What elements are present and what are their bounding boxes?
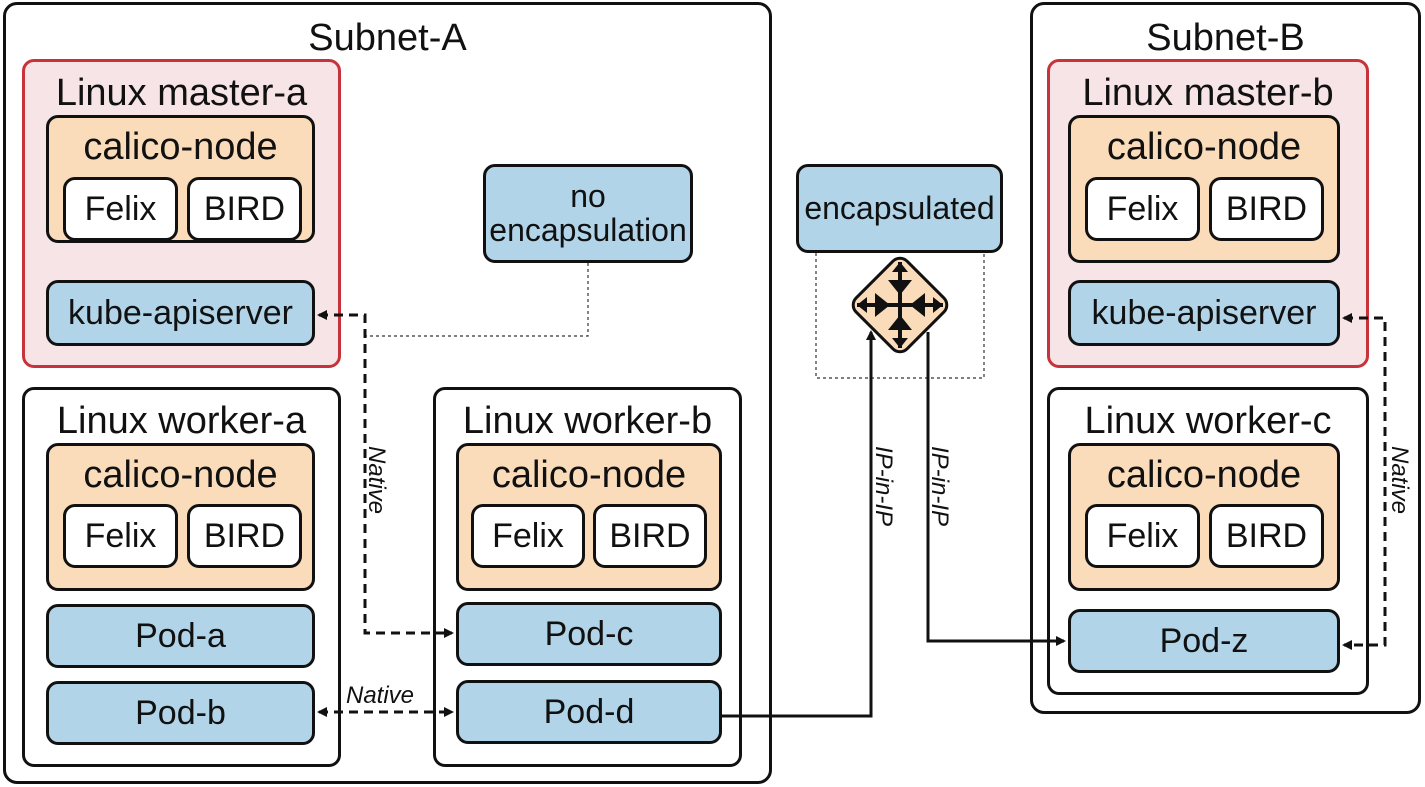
felix-worker-b: Felix: [471, 504, 585, 568]
kube-apiserver-b: kube-apiserver: [1068, 280, 1340, 346]
encap-callout-frame: [815, 253, 985, 379]
felix-master-b: Felix: [1085, 177, 1200, 241]
native-label-pods: Native: [346, 682, 415, 709]
ipip-label-up: IP-in-IP: [870, 445, 898, 527]
bird-worker-c: BIRD: [1209, 504, 1324, 568]
calico-node-title: calico-node: [83, 454, 278, 496]
felix-worker-c: Felix: [1085, 504, 1200, 568]
pod-b: Pod-b: [46, 681, 315, 745]
master-b-title: Linux master-b: [1082, 72, 1334, 114]
calico-node-title: calico-node: [83, 126, 278, 168]
native-edge-apiserver-a: [317, 310, 454, 638]
no-encap-callout-line: [365, 263, 589, 337]
native-edge-apiserver-b: [1342, 313, 1387, 650]
master-a-title: Linux master-a: [55, 72, 308, 114]
worker-c-title: Linux worker-c: [1084, 400, 1332, 442]
felix-master-a: Felix: [63, 177, 178, 241]
router-icon: [851, 256, 949, 354]
subnet-b-title: Subnet-B: [1146, 17, 1305, 59]
pod-a: Pod-a: [46, 604, 315, 668]
ipip-edge-up: [722, 330, 876, 718]
subnet-a-title: Subnet-A: [308, 17, 467, 59]
bird-worker-b: BIRD: [593, 504, 707, 568]
worker-b-title: Linux worker-b: [462, 400, 713, 442]
bird-master-b: BIRD: [1209, 177, 1324, 241]
no-encapsulation-box: no encapsulation: [483, 164, 693, 263]
pod-d: Pod-d: [456, 680, 722, 744]
native-label-b: Native: [1386, 445, 1414, 515]
native-label-a: Native: [363, 445, 391, 515]
bird-worker-a: BIRD: [187, 504, 302, 568]
ipip-label-down: IP-in-IP: [926, 445, 954, 527]
encapsulated-box: encapsulated: [796, 164, 1003, 253]
kube-apiserver-a: kube-apiserver: [46, 280, 315, 346]
pod-c: Pod-c: [456, 602, 722, 666]
felix-worker-a: Felix: [63, 504, 178, 568]
bird-master-a: BIRD: [187, 177, 302, 241]
calico-node-title: calico-node: [1106, 454, 1302, 496]
ipip-edge-down: [926, 332, 1066, 646]
worker-a-title: Linux worker-a: [56, 400, 307, 442]
calico-node-title: calico-node: [1106, 126, 1302, 168]
pod-z: Pod-z: [1068, 609, 1340, 673]
calico-node-title: calico-node: [491, 454, 687, 496]
